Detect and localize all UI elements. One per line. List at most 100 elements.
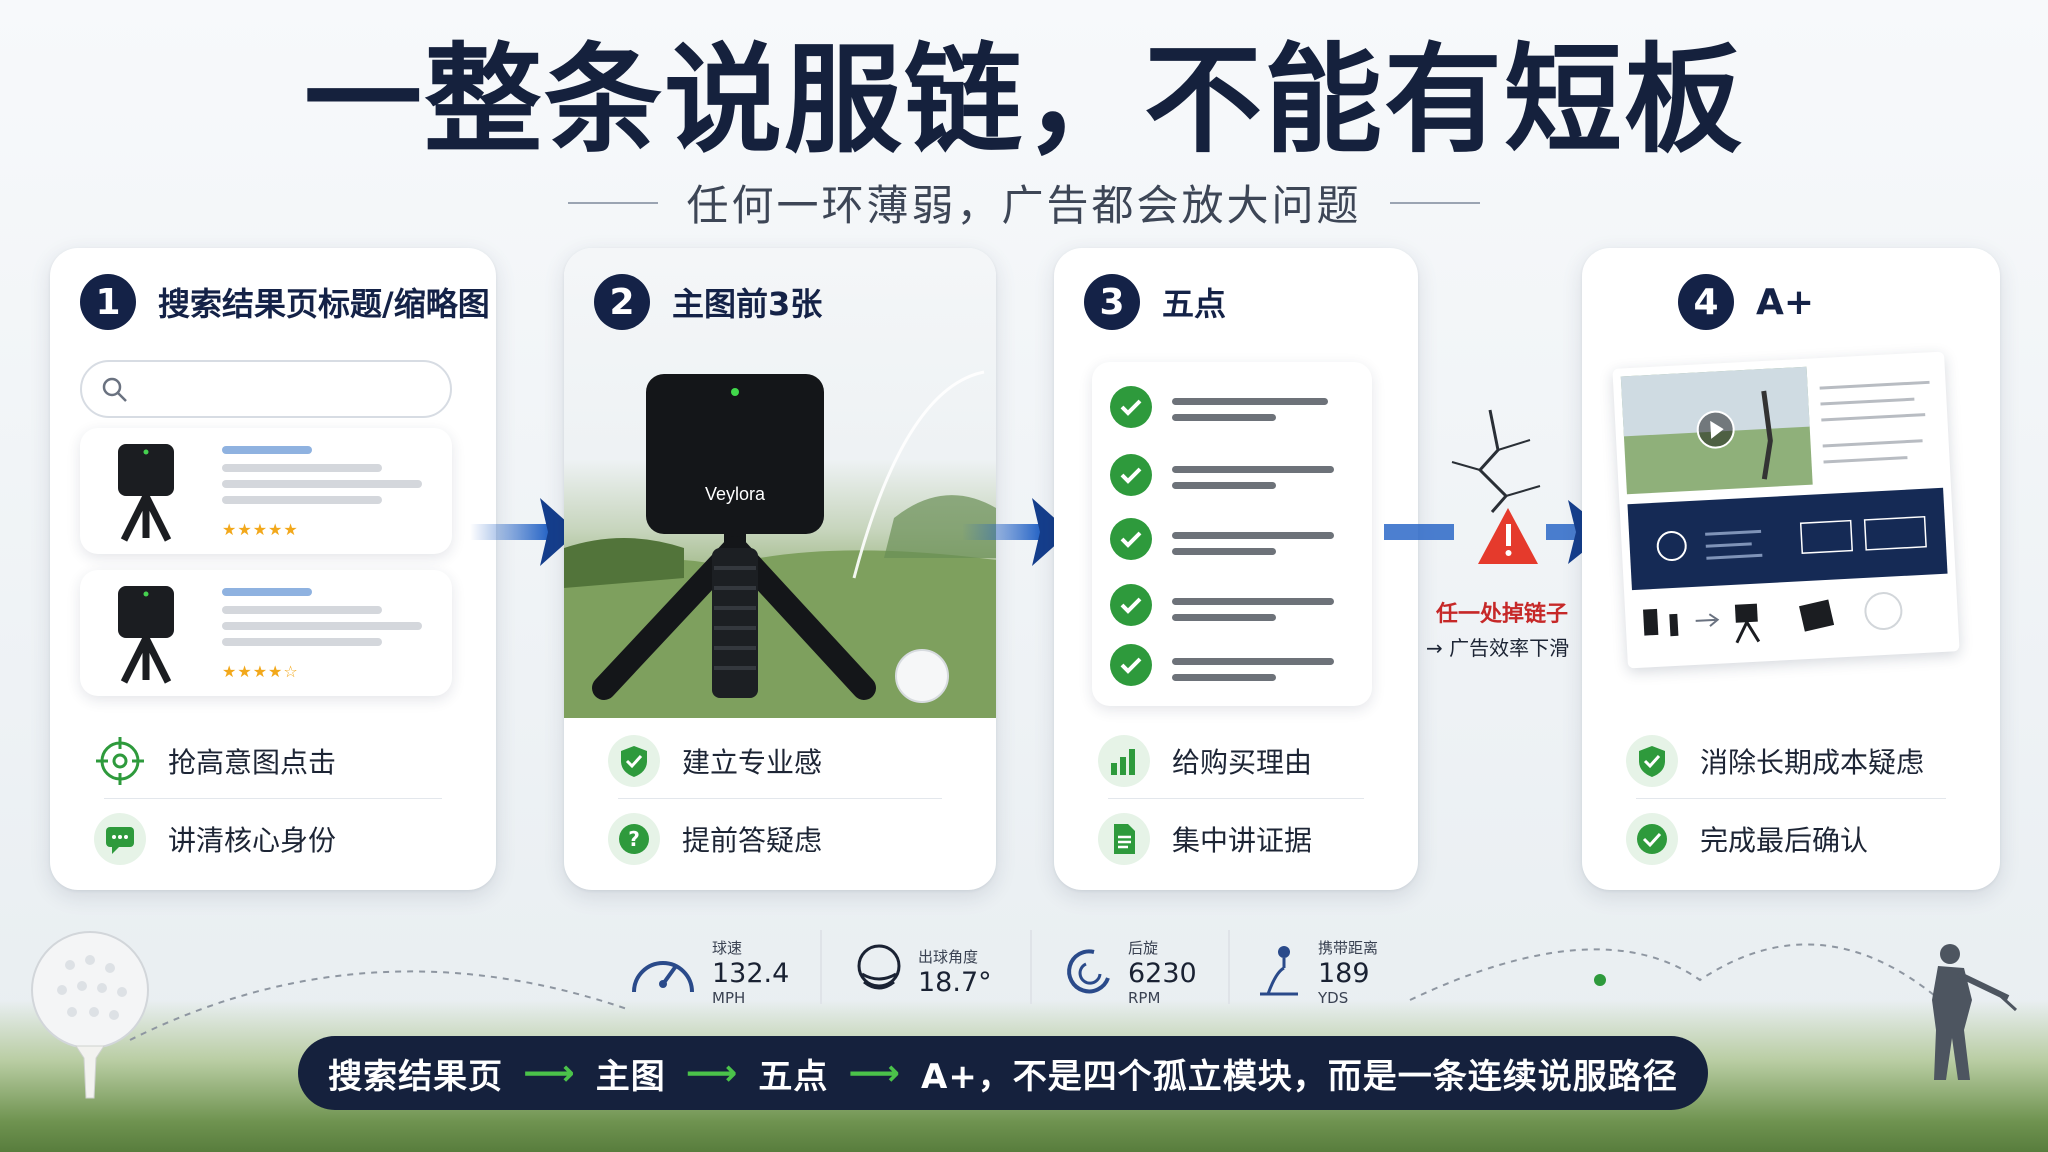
product-photo: Veylora (564, 248, 996, 718)
metric-unit: RPM (1128, 989, 1161, 1008)
a-plus-page-mockup (1612, 351, 1960, 669)
bullet-line (1172, 532, 1334, 539)
check-circle-icon (1626, 813, 1678, 865)
subtitle-rule-left (568, 201, 659, 204)
metric-label: 后旋 (1128, 938, 1159, 957)
check-icon (1110, 518, 1152, 560)
feature-label: 消除长期成本疑虑 (1700, 746, 1925, 779)
feature-label: 提前答疑虑 (682, 824, 823, 857)
card-title: 搜索结果页标题/缩略图 (158, 285, 490, 323)
check-icon (1110, 386, 1152, 428)
feature-item: 给购买理由 (1098, 726, 1368, 796)
bullet-line (1172, 398, 1328, 405)
metric-value: 189 (1318, 957, 1370, 989)
flow-arrow-right (470, 498, 578, 566)
bullet-line (1172, 482, 1276, 489)
banner-tail: A+，不是四个孤立模块，而是一条连续说服路径 (921, 1056, 1678, 1097)
step-number-badge: 4 (1678, 274, 1734, 330)
metric-ball-speed: 球速 132.4 MPH (628, 932, 789, 1012)
document-icon (1098, 813, 1150, 865)
speedometer-icon (632, 961, 694, 993)
trajectory-line-right (1409, 943, 1941, 1001)
metric-value: 132.4 (712, 957, 790, 989)
card-title: A+ (1756, 281, 1815, 323)
product-thumbnail (118, 444, 174, 542)
card-a-plus: 4 A+ 消除长期成本疑虑 (1582, 248, 2000, 890)
check-icon (1110, 584, 1152, 626)
metric-value: 18.7° (918, 966, 992, 998)
chat-icon (94, 813, 146, 865)
metric-label: 出球角度 (918, 947, 979, 966)
result-text-line (222, 464, 382, 472)
launch-monitor-on-tripod-illustration: Veylora (564, 370, 996, 718)
golf-ball-on-tee-illustration (31, 931, 149, 1099)
card-title: 主图前3张 (672, 285, 823, 323)
feature-item: 讲清核心身份 (94, 804, 446, 874)
feature-item: 消除长期成本疑虑 (1626, 726, 1950, 796)
card-header: 3 五点 (1084, 274, 1226, 330)
bullet-line (1172, 414, 1276, 421)
rating-stars: ★★★★★ (222, 520, 299, 539)
banner-step: 主图 (595, 1056, 666, 1097)
subtitle-row: 任何一环薄弱，广告都会放大问题 (0, 172, 2048, 233)
card-title: 五点 (1162, 285, 1227, 323)
metric-launch-angle: 出球角度 18.7° (854, 932, 992, 1012)
check-icon (1110, 644, 1152, 686)
divider (618, 798, 942, 799)
result-text-line (222, 606, 382, 614)
metric-carry-distance: 携带距离 189 YDS (1254, 932, 1378, 1012)
search-result-item[interactable]: ★★★★★ (80, 428, 452, 554)
result-title-line (222, 446, 312, 454)
result-text-line (222, 496, 382, 504)
summary-banner: 搜索结果页 ⟶ 主图 ⟶ 五点 ⟶ A+，不是四个孤立模块，而是一条连续说服路径 (298, 1036, 1708, 1110)
bullet-line (1172, 598, 1334, 605)
banner-step: 搜索结果页 (328, 1056, 504, 1097)
card-header: 1 搜索结果页标题/缩略图 (80, 274, 490, 330)
metric-label: 携带距离 (1318, 938, 1379, 957)
divider (104, 798, 442, 799)
search-icon (102, 377, 127, 402)
card-bullet-points: 3 五点 给购买理由 集中讲证据 (1054, 248, 1418, 890)
warning-sublabel: → 广告效率下滑 (1426, 636, 1570, 660)
trajectory-line-left (129, 970, 631, 1041)
product-thumbnail (118, 586, 174, 684)
banner-arrow-icon: ⟶ (685, 1052, 739, 1094)
feature-item: 建立专业感 (608, 726, 946, 796)
feature-label: 建立专业感 (682, 746, 823, 779)
divider (1108, 798, 1364, 799)
shield-check-icon (1626, 735, 1678, 787)
metric-unit: YDS (1318, 989, 1349, 1008)
divider (1228, 930, 1230, 1004)
bar-chart-icon (1098, 735, 1150, 787)
metric-backspin: 后旋 6230 RPM (1064, 932, 1197, 1012)
banner-arrow-icon: ⟶ (848, 1052, 901, 1094)
question-icon: ? (608, 813, 660, 865)
result-text-line (222, 480, 422, 488)
feature-label: 完成最后确认 (1700, 824, 1869, 857)
step-number-badge: 1 (80, 274, 136, 330)
feature-label: 给购买理由 (1172, 746, 1313, 779)
feature-label: 抢高意图点击 (168, 746, 337, 779)
bullet-line (1172, 614, 1276, 621)
feature-item: 抢高意图点击 (94, 726, 446, 796)
check-icon (1110, 454, 1152, 496)
metric-value: 6230 (1128, 957, 1197, 989)
product-brand-label: Veylora (705, 484, 766, 504)
card-header: 4 A+ (1678, 274, 1814, 330)
svg-text:?: ? (628, 827, 640, 851)
metric-label: 球速 (712, 938, 743, 957)
search-result-item[interactable]: ★★★★☆ (80, 570, 452, 696)
divider (820, 930, 822, 1004)
card-search-results: 1 搜索结果页标题/缩略图 ★★★★★ ★★★★☆ (50, 248, 496, 890)
metric-unit: MPH (712, 989, 746, 1008)
bullet-checklist (1092, 362, 1372, 706)
step-number-badge: 2 (594, 274, 650, 330)
flow-arrow-right (962, 498, 1070, 566)
carry-distance-icon (1260, 946, 1298, 996)
search-input[interactable] (80, 360, 452, 418)
a-plus-content-illustration (1620, 366, 1948, 644)
feature-label: 集中讲证据 (1172, 824, 1313, 857)
golf-ball-angle-icon (857, 944, 901, 990)
subtitle-rule-right (1389, 201, 1480, 204)
crosshair-icon (94, 735, 146, 787)
